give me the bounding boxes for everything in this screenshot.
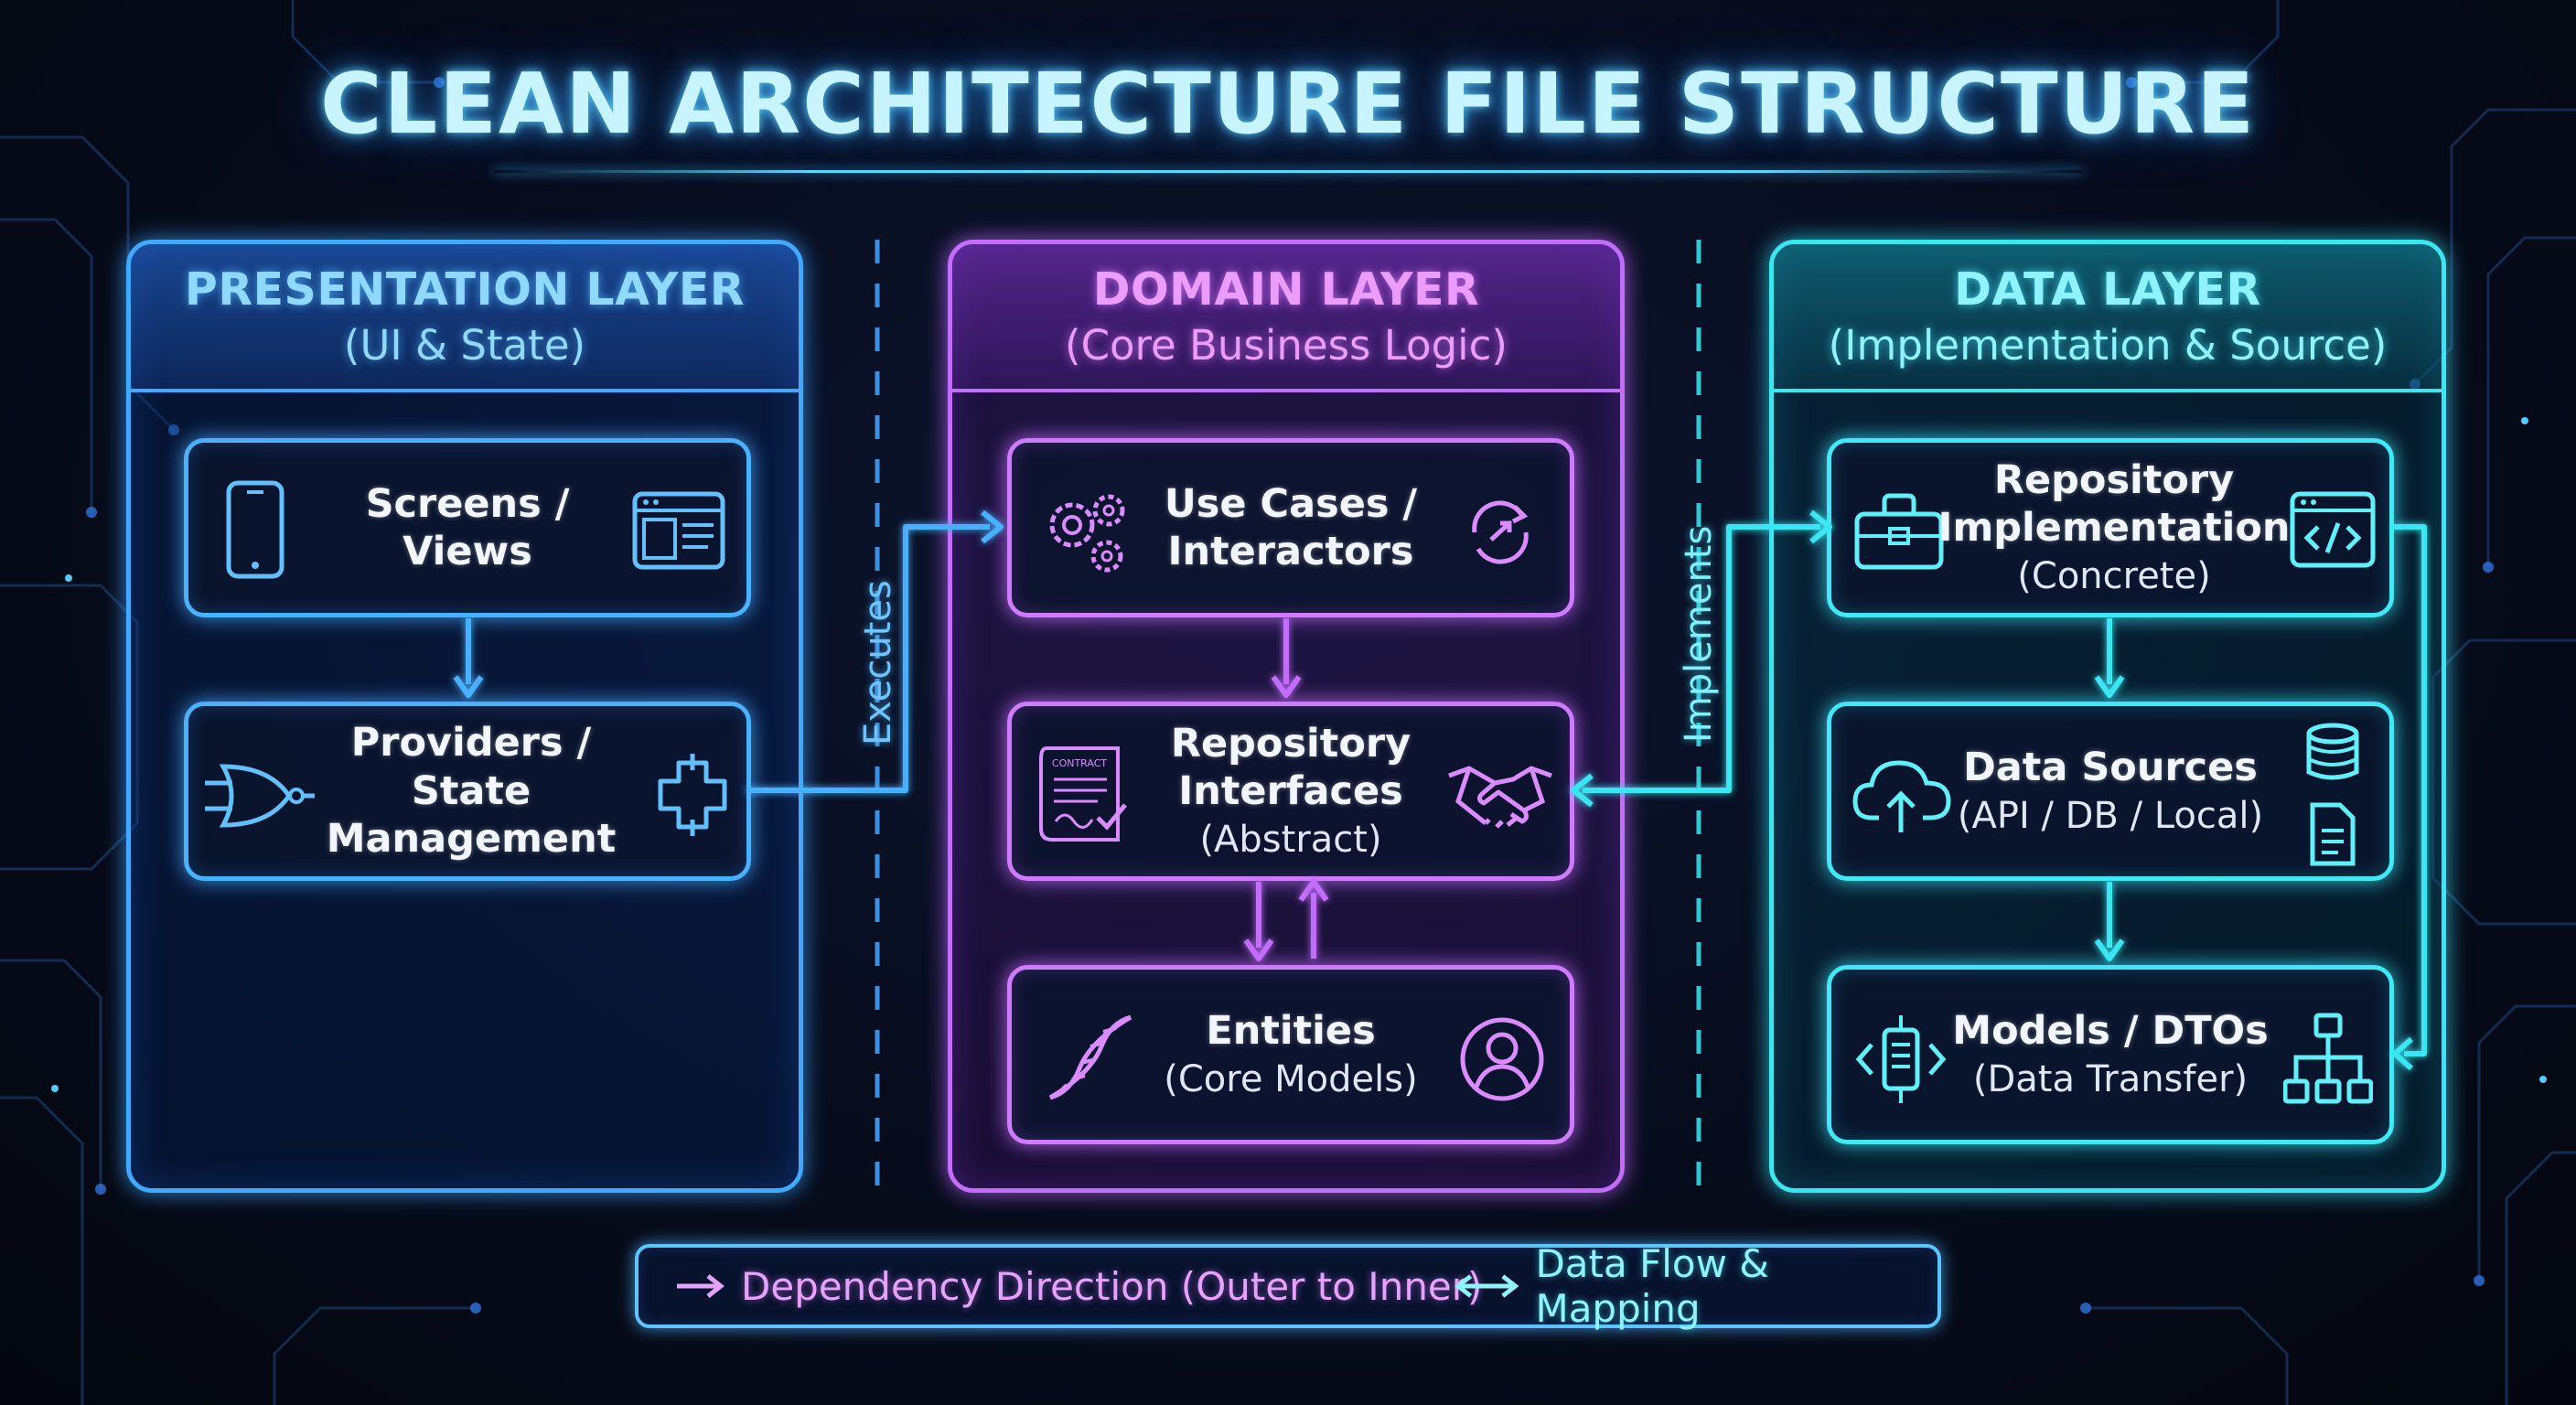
data-layer-subtitle: (Implementation & Source) [1828, 321, 2388, 370]
card-title: Data Sources [1963, 744, 2258, 790]
smartphone-icon [223, 479, 287, 580]
implements-label: Implements [1678, 525, 1720, 743]
hierarchy-icon [2283, 1012, 2373, 1107]
domain-layer-header: DOMAIN LAYER (Core Business Logic) [952, 244, 1620, 392]
providers-state-card[interactable]: Providers / State Management [184, 702, 751, 881]
domain-layer: DOMAIN LAYER (Core Business Logic) Use C… [948, 240, 1625, 1193]
cloud-upload-icon [1852, 754, 1952, 836]
contract-label: CONTRACT [1052, 757, 1107, 769]
card-subtitle: (Data Transfer) [1972, 1058, 2249, 1101]
legend-dependency: Dependency Direction (Outer to Inner) [675, 1248, 1482, 1325]
executes-label: Executes [857, 580, 899, 745]
diagram-title: CLEAN ARCHITECTURE FILE STRUCTURE [319, 55, 2257, 153]
presentation-layer-title: PRESENTATION LAYER [184, 263, 746, 316]
legend-dependency-label: Dependency Direction (Outer to Inner) [741, 1263, 1483, 1309]
data-layer-header: DATA LAYER (Implementation & Source) [1774, 244, 2442, 392]
data-layer: DATA LAYER (Implementation & Source) Rep… [1769, 240, 2446, 1193]
models-dtos-card[interactable]: Models / DTOs (Data Transfer) [1827, 965, 2394, 1144]
legend-data-flow: Data Flow & Mapping [1454, 1241, 1937, 1331]
state-node-icon [651, 754, 734, 836]
data-model-icon [1853, 1012, 1948, 1107]
domain-layer-title: DOMAIN LAYER [1092, 263, 1480, 316]
data-sources-card[interactable]: Data Sources (API / DB / Local) [1827, 702, 2394, 881]
presentation-layer: PRESENTATION LAYER (UI & State) Screens … [126, 240, 803, 1193]
domain-layer-subtitle: (Core Business Logic) [1065, 321, 1508, 370]
card-title: Screens / Views [365, 480, 570, 574]
browser-window-icon [631, 490, 726, 571]
repository-interfaces-card[interactable]: CONTRACT Repository Interfaces (Abstract… [1007, 702, 1574, 881]
presentation-layer-header: PRESENTATION LAYER (UI & State) [131, 244, 799, 392]
data-layer-title: DATA LAYER [1954, 263, 2261, 316]
card-title: Repository Interfaces [1170, 720, 1411, 814]
card-subtitle: (Abstract) [1199, 819, 1382, 862]
card-title: Entities [1206, 1007, 1376, 1054]
card-subtitle: (Concrete) [2017, 555, 2211, 598]
legend-data-flow-label: Data Flow & Mapping [1535, 1241, 1770, 1331]
logic-gate-icon [205, 759, 315, 832]
user-icon [1458, 1015, 1546, 1103]
card-title: Repository Implementation [1937, 456, 2291, 551]
screens-views-card[interactable]: Screens / Views [184, 438, 751, 617]
refresh-arrow-icon [1458, 490, 1542, 574]
dna-icon [1043, 1010, 1138, 1105]
entities-card[interactable]: Entities (Core Models) [1007, 965, 1574, 1144]
title-underline [494, 170, 2082, 173]
double-arrow-icon [1454, 1274, 1519, 1298]
card-subtitle: (API / DB / Local) [1957, 795, 2264, 838]
presentation-layer-subtitle: (UI & State) [343, 321, 586, 370]
database-file-icon [2303, 723, 2362, 869]
repository-implementation-card[interactable]: Repository Implementation (Concrete) [1827, 438, 2394, 617]
card-title: Models / DTOs [1952, 1007, 2269, 1054]
card-title: Providers / State Management [326, 720, 617, 863]
handshake-icon [1445, 759, 1555, 832]
right-arrow-icon [677, 1274, 724, 1298]
card-subtitle: (Core Models) [1164, 1058, 1418, 1101]
toolbox-icon [1853, 490, 1945, 573]
gears-icon [1037, 483, 1138, 584]
contract-icon: CONTRACT [1034, 741, 1136, 849]
code-window-icon [2289, 490, 2377, 569]
legend: Dependency Direction (Outer to Inner) Da… [635, 1241, 1941, 1331]
card-title: Use Cases / Interactors [1164, 480, 1418, 574]
use-cases-card[interactable]: Use Cases / Interactors [1007, 438, 1574, 617]
